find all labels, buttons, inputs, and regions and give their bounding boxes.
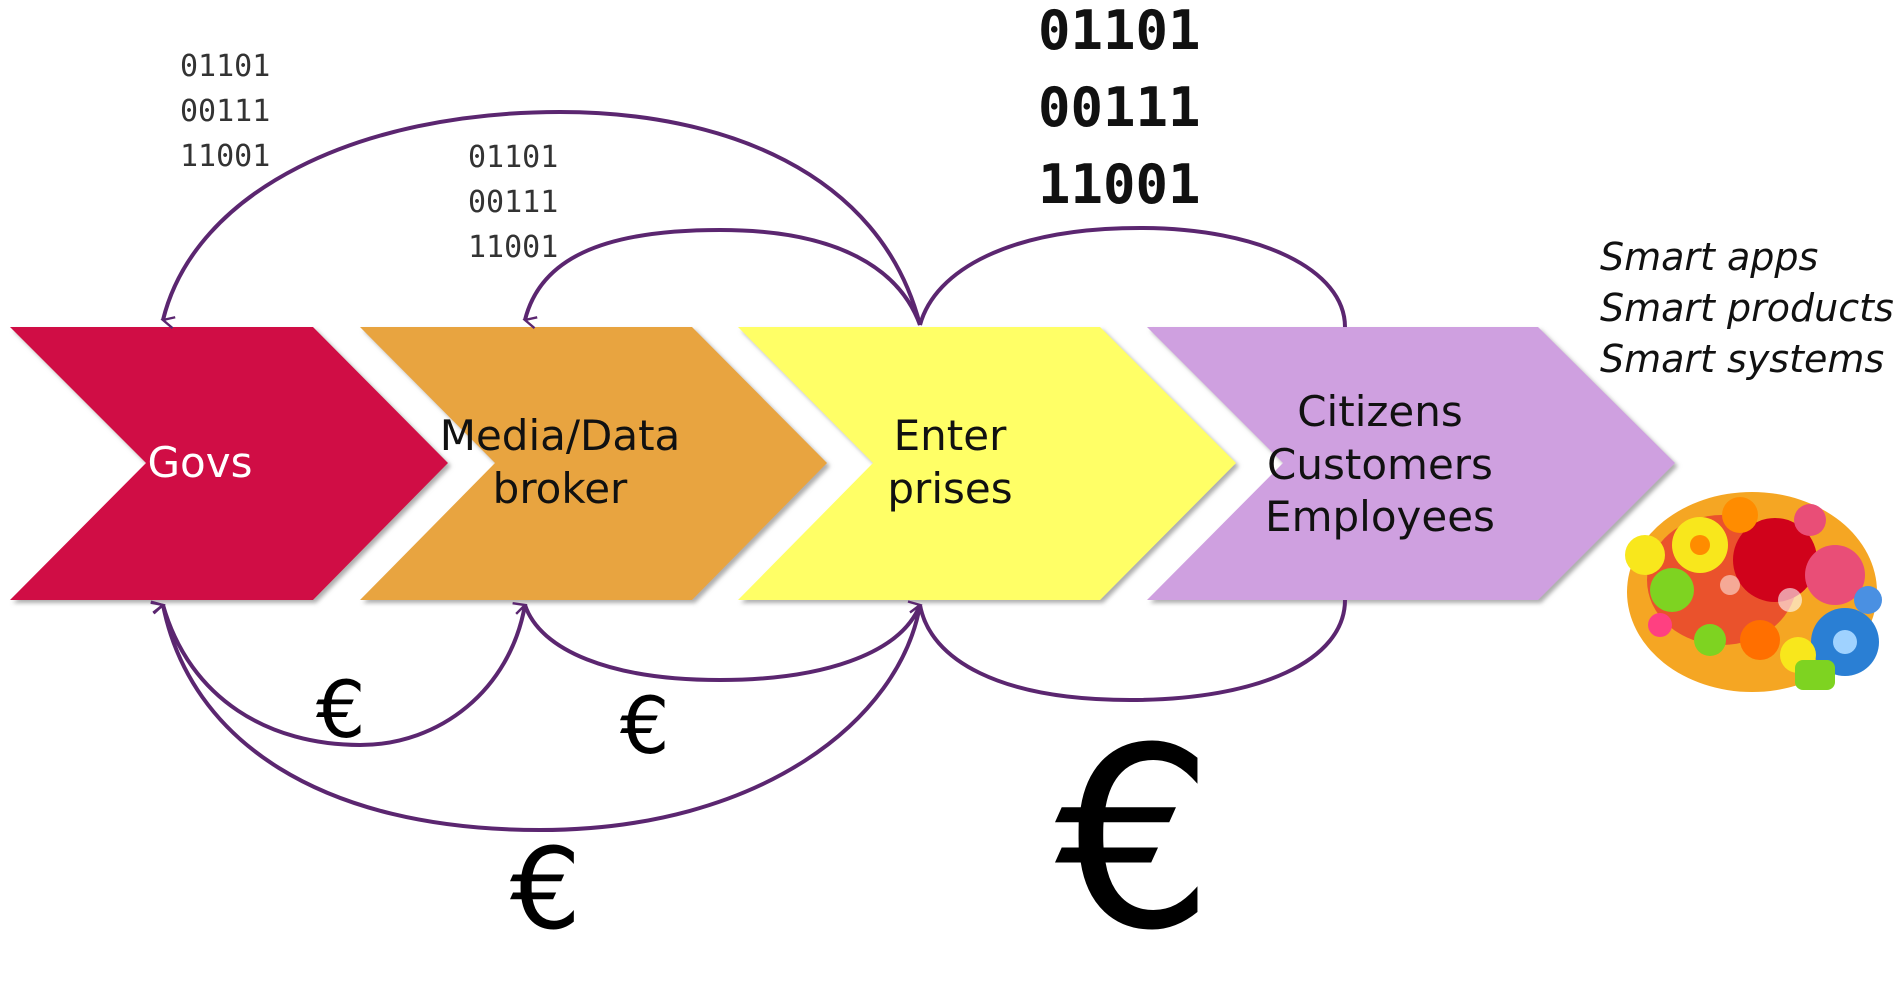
chevron-media-data-broker: [360, 327, 827, 600]
govs-label: Govs: [147, 438, 253, 487]
chevron-citizens-customers-employees: [1147, 327, 1675, 600]
binary-data-govs: 01101 00111 11001: [180, 49, 271, 174]
binary-data-top: 01101 00111 11001: [1038, 0, 1201, 216]
euro-symbol-small-2: €: [620, 682, 670, 772]
smart-apps-item: Smart apps: [1600, 235, 1819, 279]
euro-symbol-small-1: €: [316, 666, 366, 756]
money-flow-arrows: [163, 599, 1347, 833]
colorful-gear-brain-icon: [1625, 492, 1882, 692]
euro-symbol-large: €: [1055, 694, 1215, 985]
enterprises-label: Enter prises: [887, 411, 1013, 513]
arrow-enterprises-to-govs: [163, 109, 922, 325]
smart-systems-item: Smart systems: [1600, 337, 1885, 381]
arrow-enterprises-to-govs-money: [163, 605, 922, 833]
euro-symbol-medium: €: [510, 825, 582, 955]
arrow-citizens-to-enterprises-money: [920, 599, 1347, 703]
arrow-enterprises-to-media: [525, 227, 922, 325]
arrow-enterprises-to-media-money: [525, 605, 922, 683]
citizens-customers-employees-label: Citizens Customers Employees: [1265, 387, 1495, 541]
media-data-broker-label: Media/Data broker: [439, 411, 681, 513]
data-flow-arrows: [163, 109, 1347, 328]
binary-data-media: 01101 00111 11001: [468, 140, 559, 265]
smart-products-item: Smart products: [1600, 286, 1894, 330]
chevron-enterprises: [738, 327, 1236, 600]
arrow-citizens-to-enterprises: [918, 225, 1347, 328]
value-chain-diagram: [10, 109, 1882, 833]
arrow-media-to-govs-money: [163, 605, 527, 748]
smart-list: Smart apps Smart products Smart systems: [1600, 232, 1894, 385]
chevron-govs: [10, 327, 448, 600]
